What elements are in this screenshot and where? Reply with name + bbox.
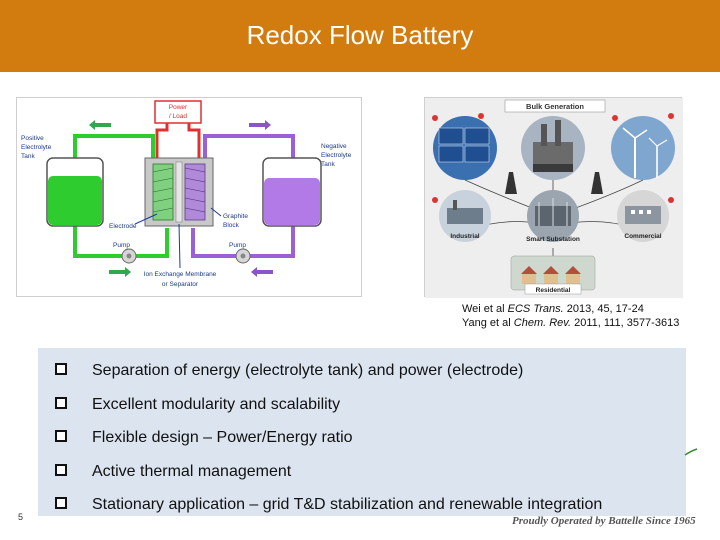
power-load-label-2: / Load xyxy=(169,113,187,120)
bullet-item: Excellent modularity and scalability xyxy=(38,388,686,422)
citation-2-journal: Chem. Rev. xyxy=(513,317,572,329)
smart-grid-diagram: Bulk Generation xyxy=(424,97,683,298)
solar-panel-image xyxy=(433,116,497,180)
citation-2: Yang et al Chem. Rev. 2011, 111, 3577-36… xyxy=(462,317,679,329)
bullet-text: Separation of energy (electrolyte tank) … xyxy=(92,362,524,379)
graphite-label-1: Graphite xyxy=(223,213,248,220)
industrial-label: Industrial xyxy=(450,233,479,240)
footer-tagline: Proudly Operated by Battelle Since 1965 xyxy=(512,515,696,527)
wire-right xyxy=(187,123,201,160)
graphite-pointer xyxy=(210,207,222,217)
graphite-label-2: Block xyxy=(223,222,240,229)
flow-battery-svg: Power / Load Positive Electrolyte Tank N… xyxy=(21,100,352,288)
bulk-generation-box xyxy=(504,99,606,113)
commercial-label: Commercial xyxy=(624,233,661,240)
electrode-label: Electrode xyxy=(109,223,137,230)
electrode-pointer xyxy=(134,213,158,225)
pipe-negative-top xyxy=(203,134,295,166)
membrane xyxy=(175,161,183,223)
electrode-hatch-right xyxy=(184,167,206,213)
checkbox-bullet-icon xyxy=(55,497,70,512)
citation-1: Wei et al ECS Trans. 2013, 45, 17-24 xyxy=(462,303,644,315)
footer-swoosh-icon xyxy=(684,448,698,456)
electrode-hatch-left xyxy=(152,167,174,213)
checkbox-bullet-icon xyxy=(55,430,70,445)
membrane-pointer xyxy=(178,223,181,269)
checkbox-bullet-icon xyxy=(55,363,70,378)
arrow-green-top xyxy=(89,120,111,130)
industrial-image xyxy=(439,190,491,242)
power-plant-image xyxy=(521,116,585,180)
checkbox-bullet-icon xyxy=(55,396,70,412)
arrow-green-bottom xyxy=(109,267,131,277)
citation-1-journal: ECS Trans. xyxy=(507,303,564,315)
membrane-label-2: or Separator xyxy=(162,281,199,288)
bullet-item: Flexible design – Power/Energy ratio xyxy=(38,421,686,455)
checkbox-bullet-icon xyxy=(55,463,70,479)
residential-label: Residential xyxy=(536,287,571,294)
bullet-text: Excellent modularity and scalability xyxy=(92,395,341,413)
commercial-image xyxy=(617,190,669,242)
membrane-label-1: Ion Exchange Membrane xyxy=(144,271,217,278)
positive-tank-label-3: Tank xyxy=(21,153,35,160)
negative-tank-label-1: Negative xyxy=(321,143,347,150)
pump-left-label: Pump xyxy=(113,242,130,249)
smart-grid-svg: Bulk Generation xyxy=(425,98,683,298)
pipe-negative-bottom-right xyxy=(249,226,295,258)
wind-turbine-image xyxy=(611,116,675,180)
citation-1-rest: 2013, 45, 17-24 xyxy=(563,303,644,315)
power-load-label-1: Power xyxy=(169,104,188,111)
bullet-text: Flexible design – Power/Energy ratio xyxy=(92,429,353,446)
positive-electrolyte xyxy=(48,176,102,225)
slide-title: Redox Flow Battery xyxy=(246,20,474,50)
substation-label: Smart Substation xyxy=(526,236,580,243)
pipe-negative-bottom-left xyxy=(191,228,237,258)
citation-2-rest: 2011, 111, 3577-3613 xyxy=(571,317,680,329)
negative-electrolyte xyxy=(264,178,320,225)
transmission-towers xyxy=(505,172,603,194)
pipe-positive-top xyxy=(73,134,155,166)
pipe-positive-bottom-right xyxy=(135,228,169,258)
pump-right-center xyxy=(240,253,246,259)
citation-1-authors: Wei et al xyxy=(462,303,508,315)
positive-tank-label-1: Positive xyxy=(21,135,44,142)
wire-left xyxy=(155,123,169,160)
flow-battery-diagram: Power / Load Positive Electrolyte Tank N… xyxy=(16,97,362,297)
bullet-item: Stationary application – grid T&D stabil… xyxy=(38,488,686,522)
meter-icons xyxy=(432,113,674,203)
negative-tank-label-2: Electrolyte xyxy=(321,152,352,159)
citation-2-authors: Yang et al xyxy=(462,317,514,329)
pipe-positive-bottom-left xyxy=(73,226,123,258)
page-number: 5 xyxy=(18,512,24,522)
arrow-purple-top xyxy=(249,120,271,130)
bullet-text: Stationary application – grid T&D stabil… xyxy=(92,496,603,513)
residential-image xyxy=(510,255,596,291)
power-load-box xyxy=(154,100,202,124)
pump-right-label: Pump xyxy=(229,242,246,249)
bullet-item: Active thermal management xyxy=(38,455,686,489)
negative-tank-label-3: Tank xyxy=(321,161,335,168)
bullet-item: Separation of energy (electrolyte tank) … xyxy=(38,354,686,388)
positive-tank-label-2: Electrolyte xyxy=(21,144,52,151)
substation-image xyxy=(527,190,579,242)
pump-left-center xyxy=(126,253,132,259)
bulk-generation-label: Bulk Generation xyxy=(526,102,584,111)
bullet-box: Separation of energy (electrolyte tank) … xyxy=(38,348,686,516)
title-bar xyxy=(0,0,720,72)
bullet-text: Active thermal management xyxy=(92,462,292,480)
arrow-purple-bottom xyxy=(251,267,273,277)
residential-label-box xyxy=(524,283,582,295)
bullet-list: Separation of energy (electrolyte tank) … xyxy=(38,354,686,522)
